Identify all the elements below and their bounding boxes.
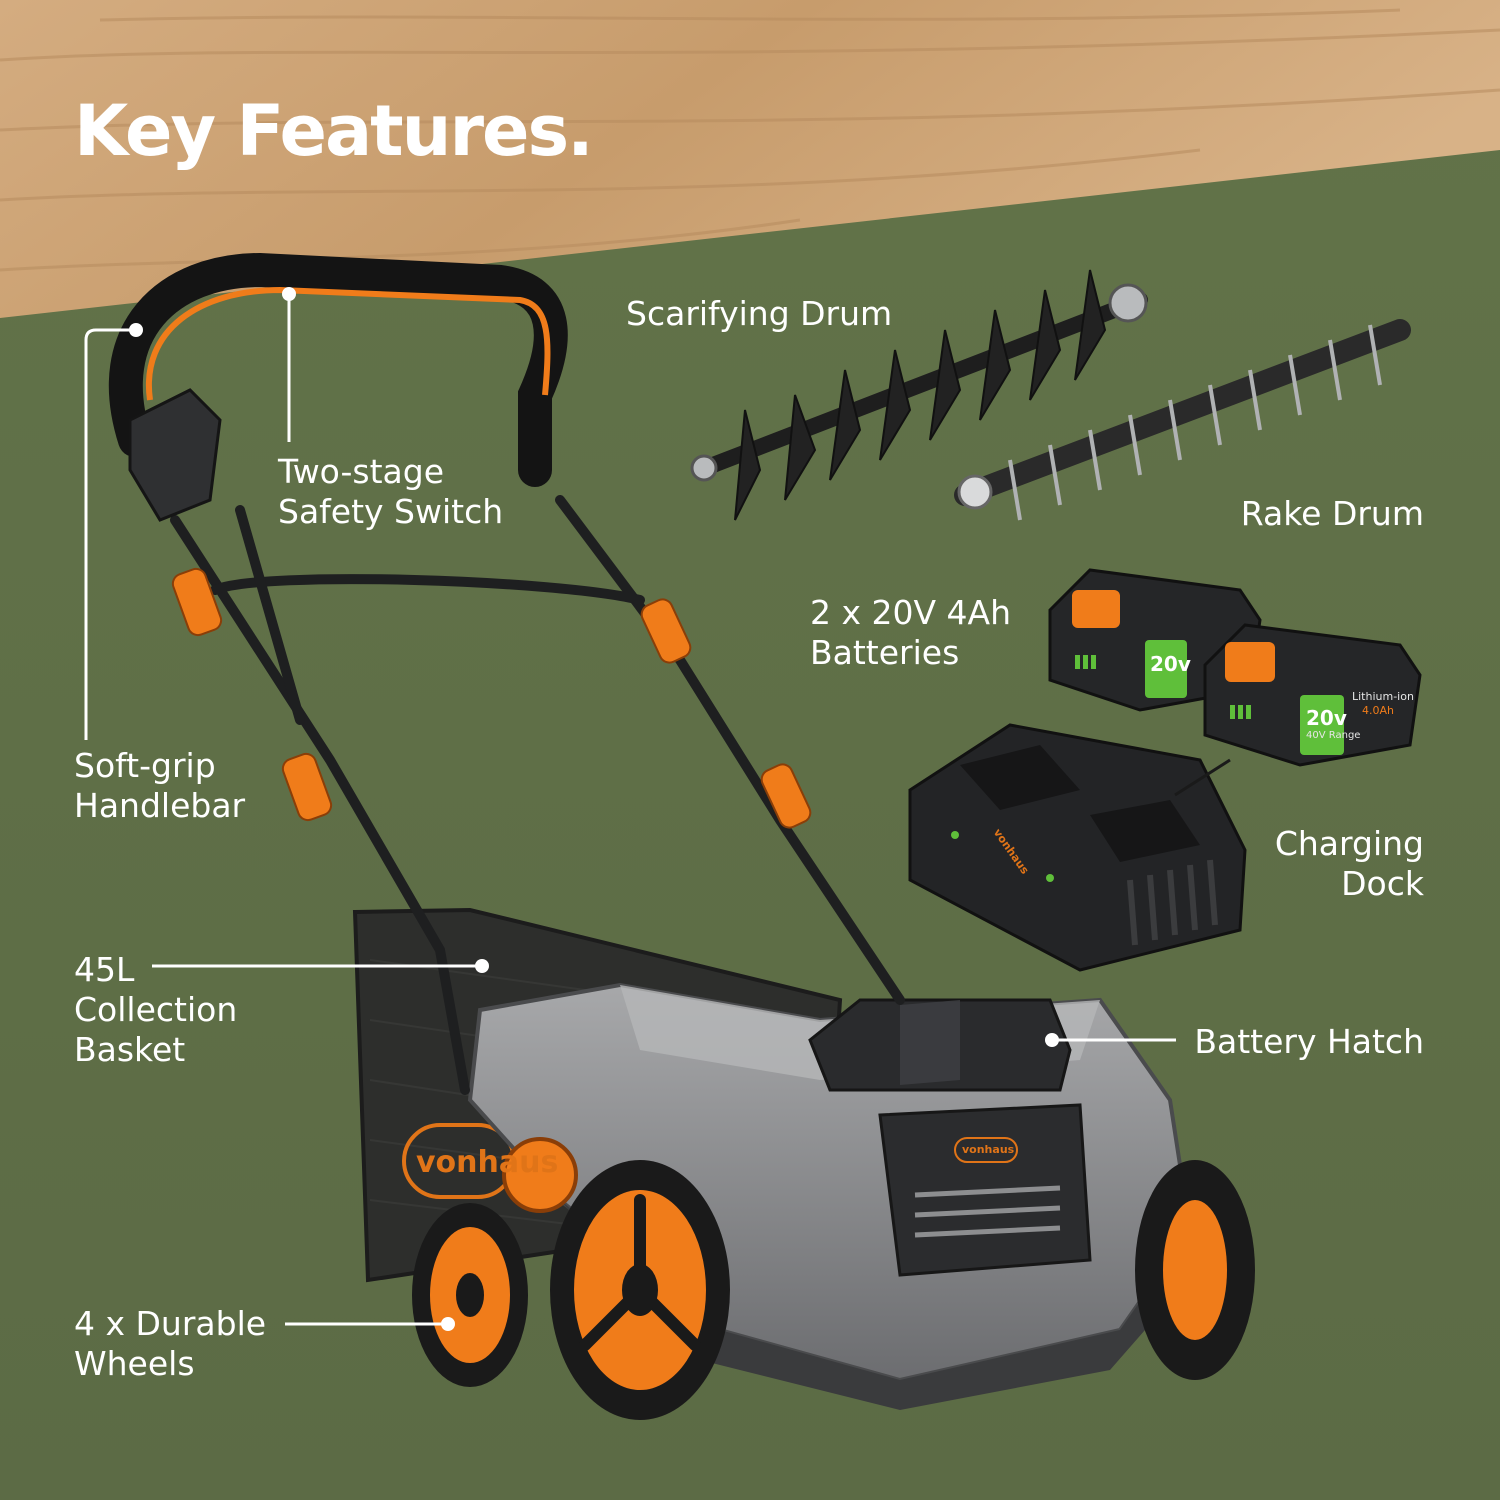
rear-wheel — [412, 1203, 528, 1387]
label-rake-drum: Rake Drum — [1240, 494, 1424, 533]
far-wheel — [1135, 1160, 1255, 1380]
switch-housing — [128, 388, 222, 522]
callout-lines — [84, 296, 1176, 1326]
label-collection-basket: 45L Collection Basket — [74, 950, 238, 1069]
label-durable-wheels: 4 x Durable Wheels — [74, 1304, 267, 1383]
height-adjust-knob — [502, 1137, 578, 1213]
label-charging-dock: Charging Dock — [1274, 824, 1424, 903]
label-safety-switch: Two-stage Safety Switch — [278, 452, 504, 531]
battery-range: 40V Range — [1306, 730, 1361, 741]
label-batteries: 2 x 20V 4Ah Batteries — [810, 593, 1012, 672]
wood-grain — [0, 8, 1500, 272]
front-brand-logo: vonhaus — [962, 1143, 1015, 1156]
battery-2-voltage: 20v — [1306, 706, 1347, 730]
rake-drum — [954, 319, 1411, 521]
label-scarifying-drum: Scarifying Drum — [626, 294, 893, 333]
handle-frame — [170, 495, 905, 1095]
front-wheel — [550, 1160, 730, 1420]
front-brand-badge — [954, 1137, 1018, 1163]
battery-pack-2 — [1203, 623, 1422, 767]
wood-panel — [0, 0, 1500, 318]
callout-dots — [129, 287, 1059, 1331]
safety-switch-bar — [145, 286, 551, 401]
orange-clips — [171, 567, 812, 829]
label-soft-grip-handlebar: Soft-grip Handlebar — [74, 746, 246, 825]
scarifier-machine — [108, 252, 1255, 1420]
scarifying-drum — [690, 269, 1148, 521]
battery-capacity: 4.0Ah — [1362, 704, 1394, 717]
charging-dock — [908, 723, 1247, 972]
page-title: Key Features. — [74, 90, 594, 172]
side-brand-logo: vonhaus — [416, 1145, 559, 1180]
label-battery-hatch: Battery Hatch — [1194, 1022, 1424, 1061]
battery-1-voltage: 20v — [1150, 652, 1191, 676]
battery-type: Lithium-ion — [1352, 690, 1414, 703]
